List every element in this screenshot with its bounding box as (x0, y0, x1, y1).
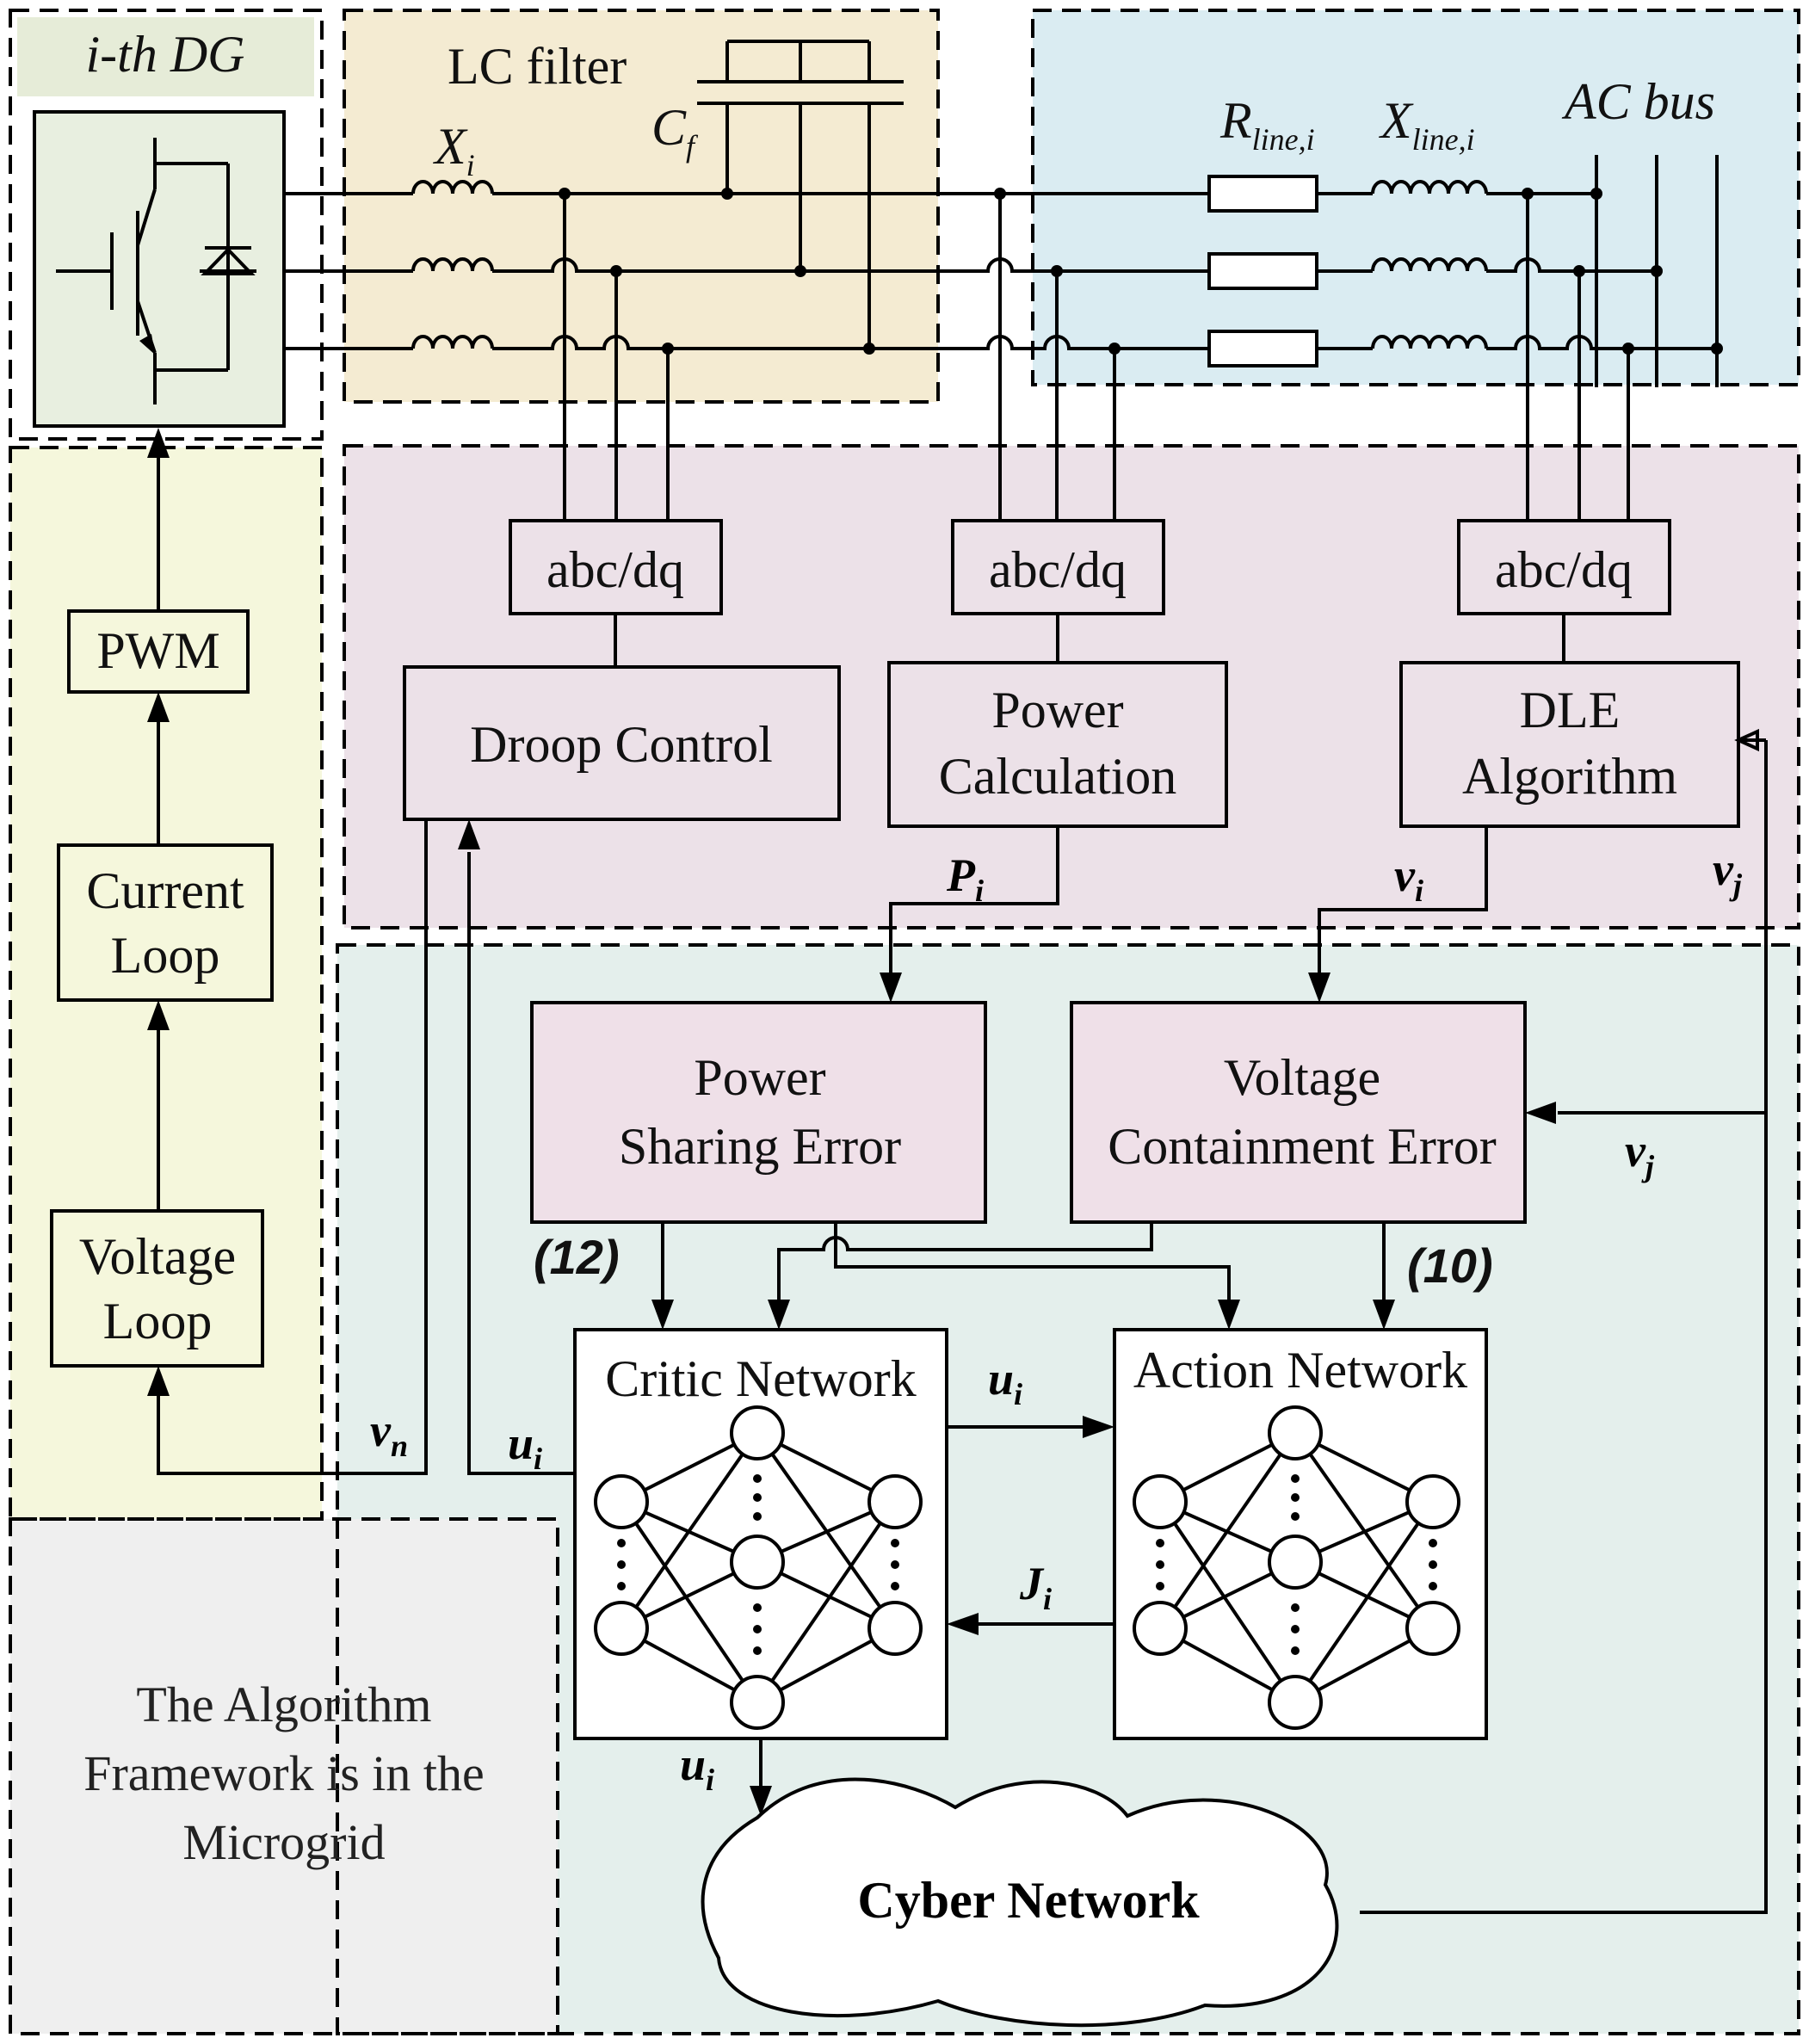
arrow-to-current-loop (147, 1000, 170, 1030)
abc-dq-block-2 (951, 519, 1165, 615)
arrow-to-voltage-containment (1308, 973, 1331, 1003)
svg-text:Algorithm: Algorithm (1462, 748, 1677, 805)
signal-ui-cyber: ui (680, 1738, 714, 1797)
region-ac-bus (1033, 10, 1799, 385)
cyber-network-label: Cyber Network (857, 1872, 1200, 1929)
svg-text:PWM: PWM (96, 622, 219, 679)
svg-text:Loop: Loop (103, 1293, 213, 1349)
equation-10: (10) (1407, 1238, 1493, 1293)
igbt-arrow-icon (139, 334, 155, 355)
svg-text:Calculation: Calculation (939, 748, 1177, 805)
arrow-to-inverter (147, 428, 170, 458)
arrow-to-pwm (147, 692, 170, 722)
region-acbus-border (1031, 9, 1800, 386)
framework-note-line-2: Framework is in the (83, 1745, 485, 1801)
line-resistor-icon (1207, 175, 1318, 367)
svg-text:abc/dq: abc/dq (546, 541, 684, 598)
svg-text:Containment Error: Containment Error (1108, 1118, 1497, 1175)
region-note (10, 1519, 558, 2034)
region-dg-border (9, 9, 324, 441)
signal-vi: vi (1394, 849, 1423, 908)
filter-inductor-label: Xi (433, 118, 475, 182)
signal-vn: vn (370, 1405, 408, 1463)
arrow-to-voltage-loop (147, 1366, 170, 1396)
dle-algorithm-block (1399, 661, 1740, 828)
signal-ui-droop: ui (508, 1417, 542, 1476)
line-resistor-label: Rline,i (1219, 92, 1315, 157)
equation-12: (12) (534, 1230, 620, 1284)
dg-title-bg (17, 17, 314, 96)
svg-text:Sharing Error: Sharing Error (619, 1118, 901, 1175)
arrow-to-droop (458, 819, 480, 849)
action-network-label: Action Network (1133, 1342, 1467, 1399)
arrow-ui-to-cyber (750, 1786, 772, 1816)
critic-network-label: Critic Network (605, 1350, 917, 1407)
signal-pi: Pi (946, 849, 984, 908)
droop-control-block (403, 665, 841, 821)
arrow-to-power-sharing (880, 973, 902, 1003)
critic-network-block (573, 1328, 948, 1740)
current-loop-block (57, 843, 274, 1002)
filter-capacitor-icon (697, 40, 904, 349)
arrow-ui-to-action (1083, 1416, 1114, 1438)
power-sharing-error-block (530, 1001, 987, 1224)
arrow-ji-to-critic (947, 1613, 979, 1635)
region-learning-border (336, 943, 1800, 2035)
arrow-vj-to-dle (1734, 728, 1759, 752)
cyber-network-cloud (701, 1777, 1339, 2028)
region-note-border (9, 1517, 559, 2035)
svg-text:abc/dq: abc/dq (989, 541, 1127, 598)
power-calculation-block (887, 661, 1228, 828)
svg-text:abc/dq: abc/dq (1495, 541, 1633, 598)
critic-network-graph (594, 1405, 923, 1730)
svg-text:Current: Current (86, 862, 244, 919)
power-calculation-label: Power (991, 682, 1123, 738)
framework-note-line-1: The Algorithm (136, 1677, 431, 1732)
filter-inductor-icon (411, 180, 494, 349)
signal-vj-top: vj (1713, 843, 1743, 902)
action-network-graph (1133, 1405, 1460, 1730)
action-network-block (1113, 1328, 1488, 1740)
dg-title: i-th DG (86, 26, 245, 83)
signal-ji: Ji (1019, 1558, 1052, 1616)
line-reactor-label: Xline,i (1379, 92, 1475, 157)
droop-control-label: Droop Control (470, 716, 773, 773)
phase-wires (284, 192, 1717, 350)
sensing-taps (563, 194, 1630, 521)
svg-text:Voltage: Voltage (79, 1228, 236, 1285)
signal-vj-mid: vj (1625, 1125, 1655, 1183)
dle-algorithm-label: DLE (1520, 682, 1621, 738)
line-reactor-icon (1371, 180, 1488, 349)
region-control-border (343, 444, 1800, 929)
svg-text:Voltage: Voltage (1224, 1049, 1380, 1106)
framework-note-line-3: Microgrid (182, 1814, 385, 1870)
region-lc-border (343, 9, 940, 404)
diode-icon (201, 247, 256, 275)
ac-bus-label: AC bus (1561, 73, 1715, 130)
svg-text:Loop: Loop (111, 927, 220, 984)
arrow-vj-to-containment (1525, 1102, 1556, 1124)
signal-ui-action: ui (988, 1353, 1022, 1411)
lc-filter-title: LC filter (448, 38, 627, 95)
abc-dq-block-1 (509, 519, 723, 615)
voltage-containment-error-block (1070, 1001, 1527, 1224)
abc-dq-block-3 (1457, 519, 1671, 615)
svg-text:Power: Power (694, 1049, 825, 1106)
